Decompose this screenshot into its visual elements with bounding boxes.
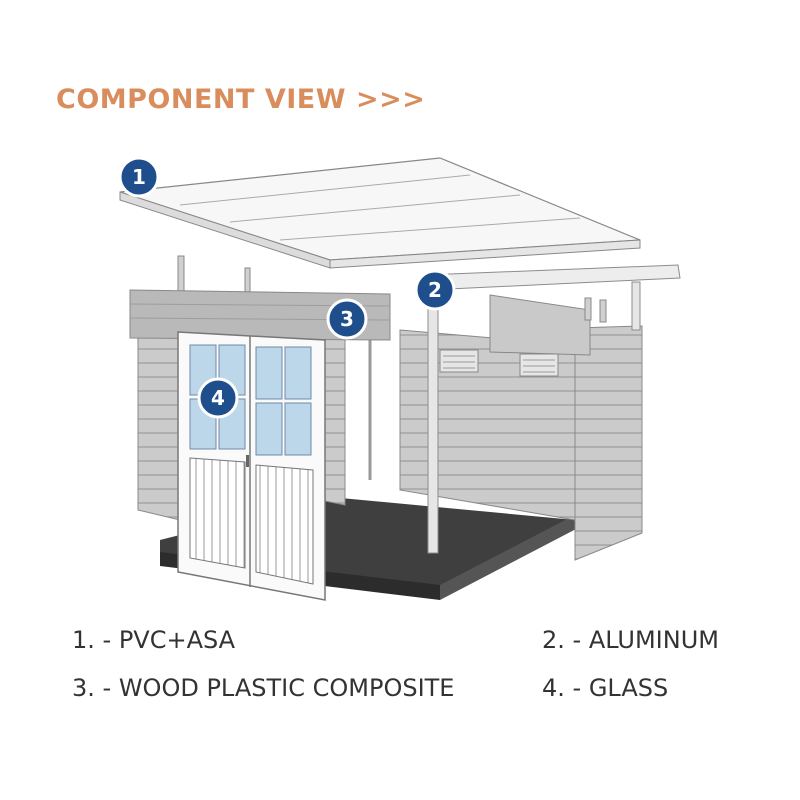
marker-3-label: 3 bbox=[340, 307, 354, 331]
legend-item-pvc-asa: 1. - PVC+ASA bbox=[72, 626, 235, 654]
roof-panel bbox=[120, 158, 640, 268]
marker-1-label: 1 bbox=[132, 165, 146, 189]
marker-3: 3 bbox=[328, 300, 366, 338]
marker-2-label: 2 bbox=[428, 278, 442, 302]
marker-4: 4 bbox=[199, 379, 237, 417]
legend-item-glass: 4. - GLASS bbox=[542, 674, 668, 702]
marker-1: 1 bbox=[120, 158, 158, 196]
legend-item-aluminum: 2. - ALUMINUM bbox=[542, 626, 719, 654]
legend-item-wpc: 3. - WOOD PLASTIC COMPOSITE bbox=[72, 674, 454, 702]
door-assembly bbox=[178, 332, 325, 600]
marker-2: 2 bbox=[416, 271, 454, 309]
marker-4-label: 4 bbox=[211, 386, 225, 410]
